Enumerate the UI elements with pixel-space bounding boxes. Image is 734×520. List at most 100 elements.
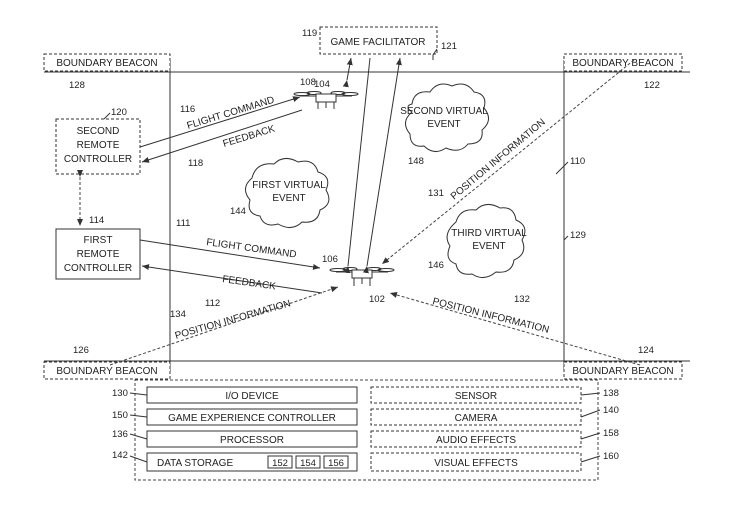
position-top-arrow <box>381 59 635 265</box>
storage-item-154 <box>295 455 321 469</box>
beacon-bottom-right-ref: 124 <box>638 345 654 356</box>
second-remote-controller: SECOND REMOTE CONTROLLER 120 <box>55 107 141 175</box>
feedback-upper-ref: 118 <box>188 158 203 169</box>
beacon-bottom-left-label: BOUNDARY BEACON <box>56 366 157 377</box>
storage-item-156 <box>323 455 349 469</box>
second-virtual-event-line1: SECOND VIRTUAL <box>400 106 488 117</box>
game-facilitator-label: GAME FACILITATOR <box>330 37 425 48</box>
component-sensor-label: SENSOR <box>455 391 497 402</box>
lower-drone-icon <box>329 267 395 286</box>
third-virtual-event-line2: EVENT <box>472 241 505 252</box>
first-virtual-event-cloud: FIRST VIRTUAL EVENT 144 <box>230 158 330 228</box>
upper-drone-ref-a: 108 <box>300 77 316 88</box>
feedback-lower-arrow <box>141 264 323 294</box>
play-area-boundary <box>44 60 690 372</box>
facilitator-lower-drone-line-a <box>344 57 371 274</box>
first-controller-line1: FIRST <box>84 235 113 246</box>
flight-command-upper-arrow <box>139 96 301 148</box>
flight-command-upper-ref: 116 <box>180 104 195 115</box>
component-io-device: I/O DEVICE 130 <box>112 386 358 404</box>
component-io-device-ref: 130 <box>112 388 128 399</box>
second-controller-line1: SECOND <box>77 126 120 137</box>
second-controller-line2: REMOTE <box>77 140 120 151</box>
second-controller-line3: CONTROLLER <box>64 154 132 165</box>
position-right-label: POSITION INFORMATION <box>431 296 550 336</box>
first-virtual-event-line2: EVENT <box>272 193 305 204</box>
component-processor-ref: 136 <box>112 429 128 440</box>
second-virtual-event-ref: 148 <box>408 156 424 167</box>
component-gec-ref: 150 <box>112 410 128 421</box>
game-facilitator-ref2: 121 <box>441 41 457 52</box>
area-ref: 110 <box>570 156 585 167</box>
upper-drone-ref-b: 104 <box>314 79 330 90</box>
beacon-bottom-right: BOUNDARY BEACON 124 <box>563 345 683 380</box>
game-facilitator: GAME FACILITATOR 119 121 <box>302 26 457 60</box>
component-audio-effects-ref: 158 <box>603 428 619 439</box>
component-gec-label: GAME EXPERIENCE CONTROLLER <box>168 413 336 424</box>
storage-item-152 <box>267 455 293 469</box>
beacon-bottom-left: BOUNDARY BEACON 126 <box>43 345 171 380</box>
position-top-ref: 131 <box>428 188 444 199</box>
storage-ref-154: 154 <box>300 458 316 469</box>
beacon-top-left: BOUNDARY BEACON 128 <box>43 53 171 91</box>
position-right-arrow <box>389 292 641 366</box>
beacon-top-left-label: BOUNDARY BEACON <box>56 58 157 69</box>
beacon-top-left-ref: 128 <box>69 80 85 91</box>
third-virtual-event-line1: THIRD VIRTUAL <box>451 228 527 239</box>
component-processor-label: PROCESSOR <box>220 435 284 446</box>
first-controller-line2: REMOTE <box>77 249 120 260</box>
first-virtual-event-line1: FIRST VIRTUAL <box>252 180 326 191</box>
storage-ref-152: 152 <box>272 458 288 469</box>
area-ref2: 129 <box>570 230 586 241</box>
second-controller-ref: 120 <box>111 107 127 118</box>
second-virtual-event-line2: EVENT <box>427 119 460 130</box>
facilitator-lower-drone-line-b <box>362 57 402 274</box>
first-virtual-event-ref: 144 <box>230 206 246 217</box>
component-camera: CAMERA 140 <box>370 405 619 426</box>
components-right: SENSOR 138 CAMERA 140 AUDIO EFFECTS 158 … <box>370 386 619 472</box>
flight-command-lower-arrow <box>139 239 321 270</box>
component-game-experience-controller: GAME EXPERIENCE CONTROLLER 150 <box>112 408 358 426</box>
second-virtual-event-cloud: SECOND VIRTUAL EVENT 148 <box>400 83 489 167</box>
third-virtual-event-cloud: THIRD VIRTUAL EVENT 146 <box>428 204 527 278</box>
component-camera-label: CAMERA <box>455 413 498 424</box>
component-data-storage-label: DATA STORAGE <box>157 458 233 469</box>
facilitator-upper-drone-arrow <box>342 57 353 88</box>
beacon-top-right: BOUNDARY BEACON 122 <box>563 53 683 91</box>
feedback-upper-arrow <box>141 109 303 163</box>
component-processor: PROCESSOR 136 <box>112 429 358 448</box>
beacon-bottom-left-ref: 126 <box>73 345 89 356</box>
position-right-ref: 132 <box>514 294 530 305</box>
upper-drone-icon <box>293 91 359 109</box>
beacon-top-right-label: BOUNDARY BEACON <box>572 58 673 69</box>
storage-ref-156: 156 <box>328 458 344 469</box>
lower-drone-ref-b: 102 <box>369 294 385 305</box>
game-facilitator-ref: 119 <box>302 28 317 39</box>
components-panel <box>134 379 599 481</box>
component-sensor: SENSOR 138 <box>370 386 619 404</box>
lower-drone-ref-a: 106 <box>322 254 338 265</box>
feedback-lower-ref: 112 <box>205 298 220 309</box>
beacon-top-right-ref: 122 <box>644 80 660 91</box>
components-left: I/O DEVICE 130 GAME EXPERIENCE CONTROLLE… <box>112 386 358 472</box>
position-top-label: POSITION INFORMATION <box>449 117 548 202</box>
flight-command-lower-ref: 111 <box>176 218 190 229</box>
first-controller-line3: CONTROLLER <box>64 263 132 274</box>
component-data-storage-ref: 142 <box>112 450 128 461</box>
component-audio-effects-label: AUDIO EFFECTS <box>436 435 516 446</box>
component-visual-effects-ref: 160 <box>603 451 619 462</box>
position-left-ref: 134 <box>170 309 186 320</box>
position-left-label: POSITION INFORMATION <box>174 298 292 342</box>
feedback-lower-label: FEEDBACK <box>222 274 277 292</box>
first-controller-ref: 114 <box>89 215 104 226</box>
component-io-device-label: I/O DEVICE <box>225 391 279 402</box>
position-left-arrow <box>109 286 339 366</box>
third-virtual-event-ref: 146 <box>428 260 444 271</box>
component-data-storage: DATA STORAGE 142 152 154 156 <box>112 450 358 472</box>
component-audio-effects: AUDIO EFFECTS 158 <box>370 428 619 448</box>
component-visual-effects-label: VISUAL EFFECTS <box>434 458 518 469</box>
component-camera-ref: 140 <box>603 405 619 416</box>
component-sensor-ref: 138 <box>603 388 619 399</box>
